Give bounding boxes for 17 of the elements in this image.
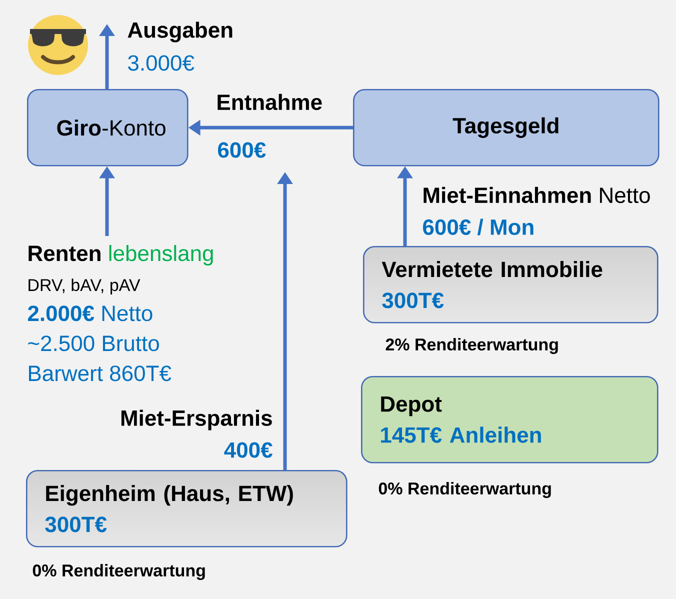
edge-label: Miet-Ersparnis <box>118 408 274 432</box>
amount-text: 400€ <box>224 442 272 458</box>
edge-label: Miet-Einnahmen Netto <box>421 186 652 204</box>
edge-label: Ausgaben <box>126 20 235 44</box>
asset-box: Vermietete Immobilie 300T€ <box>363 246 658 324</box>
account-box: Giro-Konto <box>27 89 188 166</box>
note-text: 0% Renditeerwartung <box>378 482 551 498</box>
asset-box: Eigenheim (Haus, ETW) 300T€ <box>26 470 348 548</box>
amount-text: 600€ / Mon <box>423 218 534 236</box>
note-text: 2% Renditeerwartung <box>386 338 558 354</box>
amount-text: 600€ <box>218 142 266 158</box>
pension-text: Renten lebenslang DRV, bAV, pAV 2.000€ Netto ~2.500 Brutto Barwert 860T€ <box>28 245 213 382</box>
asset-box: Depot 145T€ Anleihen <box>361 376 658 464</box>
edge-label: Entnahme <box>215 92 324 112</box>
amount-text: 3.000€ <box>128 55 194 71</box>
note-text: 0% Renditeerwartung <box>32 564 205 580</box>
account-box: Tagesgeld <box>353 89 660 166</box>
